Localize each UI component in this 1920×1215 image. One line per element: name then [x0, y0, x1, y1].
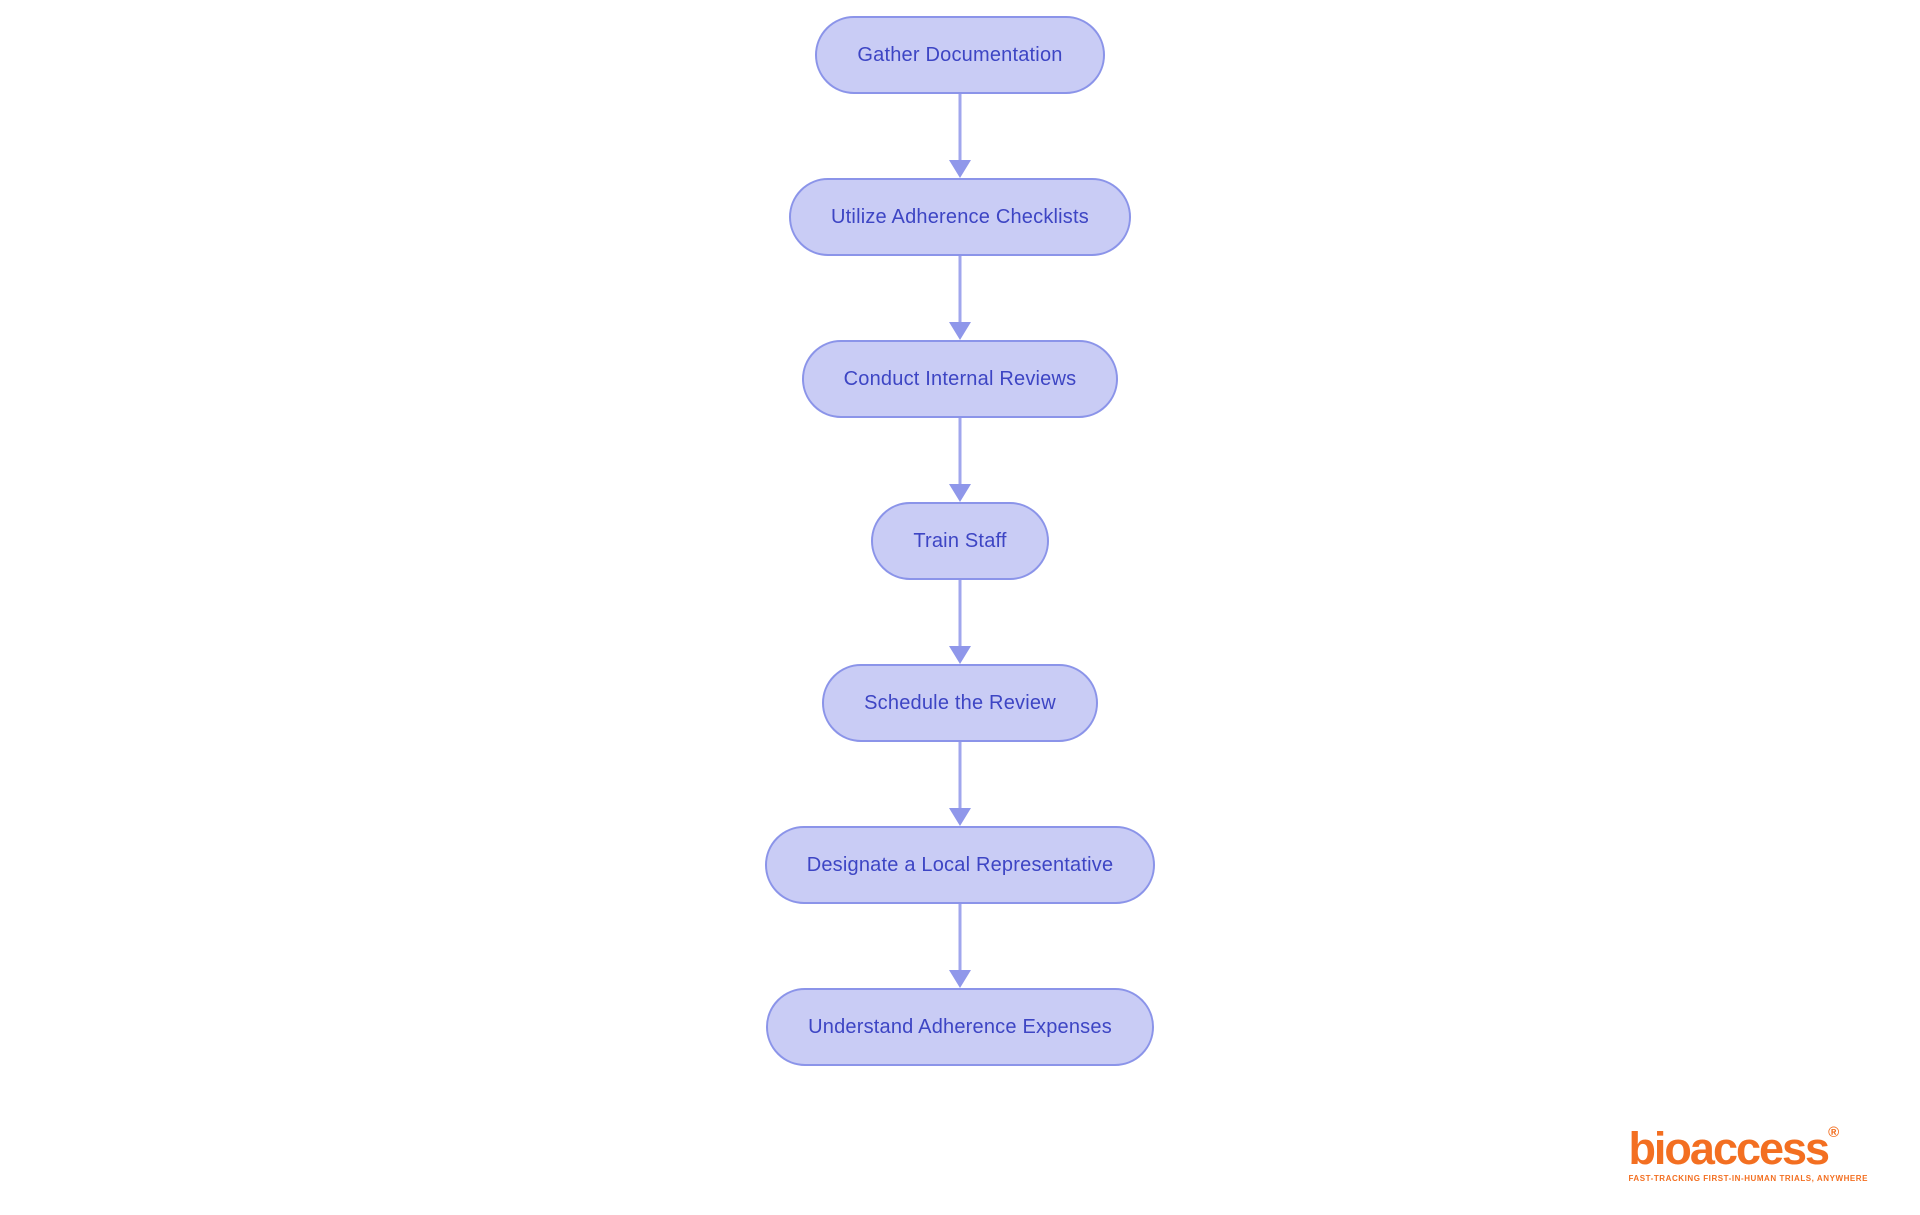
flow-node-gather-documentation: Gather Documentation [815, 16, 1105, 94]
arrow-head-icon [949, 160, 971, 178]
flow-node-label: Designate a Local Representative [806, 854, 1114, 876]
flow-node-label: Understand Adherence Expenses [808, 1016, 1112, 1038]
flow-node-utilize-adherence-checklists: Utilize Adherence Checklists [789, 178, 1131, 256]
arrow-line [958, 418, 962, 488]
flow-arrow [948, 418, 972, 502]
flow-node-label: Schedule the Review [864, 692, 1056, 714]
flow-node-conduct-internal-reviews: Conduct Internal Reviews [801, 340, 1119, 418]
flow-node-label: Utilize Adherence Checklists [831, 206, 1089, 228]
arrow-head-icon [949, 484, 971, 502]
flow-node-schedule-the-review: Schedule the Review [822, 664, 1098, 742]
arrow-head-icon [949, 646, 971, 664]
arrow-line [958, 904, 962, 974]
logo-wordmark: bioaccess® [1628, 1123, 1868, 1174]
registered-trademark-icon: ® [1828, 1124, 1840, 1141]
arrow-line [958, 256, 962, 326]
flow-node-train-staff: Train Staff [871, 502, 1049, 580]
flow-arrow [948, 580, 972, 664]
flow-node-understand-adherence-expenses: Understand Adherence Expenses [766, 988, 1154, 1066]
flow-arrow [948, 94, 972, 178]
logo-brand-text: bioaccess [1628, 1123, 1830, 1174]
flow-arrow [948, 256, 972, 340]
arrow-line [958, 580, 962, 650]
arrow-head-icon [949, 808, 971, 826]
arrow-line [958, 742, 962, 812]
flow-node-label: Gather Documentation [857, 44, 1063, 66]
flow-node-label: Conduct Internal Reviews [843, 368, 1077, 390]
bioaccess-logo: bioaccess® FAST-TRACKING FIRST-IN-HUMAN … [1628, 1123, 1868, 1183]
logo-tagline: FAST-TRACKING FIRST-IN-HUMAN TRIALS, ANY… [1628, 1174, 1868, 1183]
flow-node-designate-a-local-representative: Designate a Local Representative [764, 826, 1156, 904]
flow-arrow [948, 742, 972, 826]
arrow-head-icon [949, 322, 971, 340]
flowchart: Gather Documentation Utilize Adherence C… [0, 16, 1920, 1066]
flow-arrow [948, 904, 972, 988]
arrow-line [958, 94, 962, 164]
flow-node-label: Train Staff [913, 530, 1007, 552]
arrow-head-icon [949, 970, 971, 988]
